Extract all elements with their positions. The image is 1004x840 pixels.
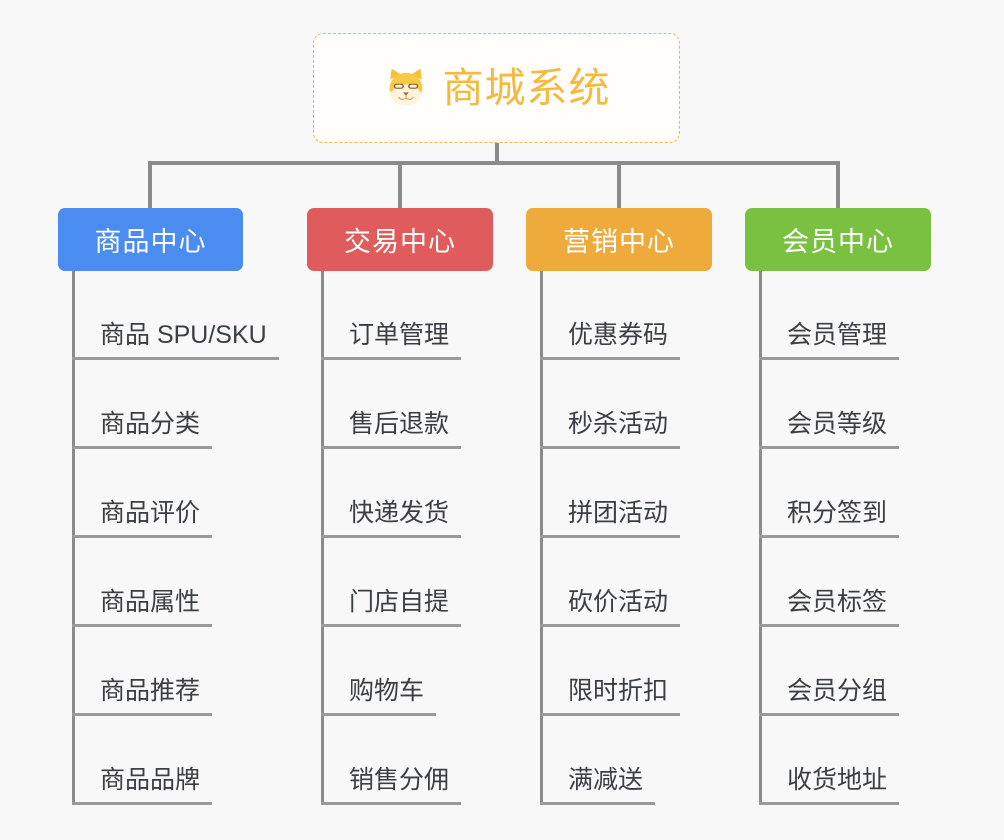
leaf-underline: 满减送 bbox=[540, 766, 656, 805]
connector-drop-1 bbox=[148, 161, 152, 209]
leaf-item-label: 会员标签 bbox=[787, 588, 888, 617]
leaf-underline: 秒杀活动 bbox=[540, 410, 681, 449]
leaf-item-label: 会员等级 bbox=[787, 410, 888, 439]
leaf-item-label: 商品分类 bbox=[100, 410, 201, 439]
leaf-item[interactable]: 优惠券码 bbox=[526, 271, 681, 360]
category-header-label: 商品中心 bbox=[94, 227, 207, 257]
leaf-item[interactable]: 砍价活动 bbox=[526, 538, 681, 627]
connector-drop-3 bbox=[617, 161, 621, 209]
category-trunk-line bbox=[321, 271, 324, 805]
leaf-item-label: 砍价活动 bbox=[568, 588, 669, 617]
leaf-item[interactable]: 商品分类 bbox=[58, 360, 279, 449]
leaf-item-label: 门店自提 bbox=[349, 588, 450, 617]
leaf-item[interactable]: 售后退款 bbox=[307, 360, 462, 449]
category-trunk-line bbox=[759, 271, 762, 805]
leaf-item[interactable]: 购物车 bbox=[307, 627, 461, 716]
leaf-item-label: 限时折扣 bbox=[568, 677, 669, 706]
leaf-item-label: 秒杀活动 bbox=[568, 410, 669, 439]
root-node[interactable]: 商城系统 bbox=[313, 33, 680, 143]
leaf-item-label: 商品属性 bbox=[100, 588, 201, 617]
category-header[interactable]: 交易中心 bbox=[307, 208, 493, 271]
leaf-list: 会员管理会员等级积分签到会员标签会员分组收货地址 bbox=[745, 271, 900, 805]
leaf-underline: 会员管理 bbox=[759, 321, 900, 360]
leaf-underline: 商品 SPU/SKU bbox=[72, 321, 279, 360]
leaf-item[interactable]: 门店自提 bbox=[307, 538, 462, 627]
shiba-dog-face-icon bbox=[383, 65, 429, 111]
leaf-item-label: 快递发货 bbox=[349, 499, 450, 528]
leaf-item-label: 商品评价 bbox=[100, 499, 201, 528]
category-header-label: 会员中心 bbox=[782, 227, 894, 257]
leaf-item[interactable]: 商品属性 bbox=[58, 538, 279, 627]
leaf-item[interactable]: 商品 SPU/SKU bbox=[58, 271, 279, 360]
connector-horizontal-bus bbox=[148, 161, 840, 165]
leaf-item-label: 销售分佣 bbox=[349, 766, 450, 795]
leaf-underline: 商品品牌 bbox=[72, 766, 213, 805]
leaf-item[interactable]: 会员分组 bbox=[745, 627, 900, 716]
category-header-label: 交易中心 bbox=[344, 227, 456, 257]
leaf-underline: 积分签到 bbox=[759, 499, 900, 538]
leaf-item[interactable]: 积分签到 bbox=[745, 449, 900, 538]
category-header[interactable]: 商品中心 bbox=[58, 208, 243, 271]
leaf-item-label: 积分签到 bbox=[787, 499, 888, 528]
leaf-underline: 商品属性 bbox=[72, 588, 213, 627]
leaf-item[interactable]: 快递发货 bbox=[307, 449, 462, 538]
leaf-item-label: 会员管理 bbox=[787, 321, 888, 350]
leaf-underline: 门店自提 bbox=[321, 588, 462, 627]
leaf-item[interactable]: 满减送 bbox=[526, 716, 680, 805]
leaf-list: 订单管理售后退款快递发货门店自提购物车销售分佣 bbox=[307, 271, 462, 805]
leaf-item[interactable]: 会员管理 bbox=[745, 271, 900, 360]
leaf-item[interactable]: 会员等级 bbox=[745, 360, 900, 449]
category-header[interactable]: 营销中心 bbox=[526, 208, 712, 271]
leaf-item[interactable]: 秒杀活动 bbox=[526, 360, 681, 449]
leaf-underline: 商品推荐 bbox=[72, 677, 213, 716]
leaf-underline: 售后退款 bbox=[321, 410, 462, 449]
connector-root-stem bbox=[495, 143, 499, 164]
leaf-underline: 商品分类 bbox=[72, 410, 213, 449]
leaf-underline: 限时折扣 bbox=[540, 677, 681, 716]
leaf-item-label: 优惠券码 bbox=[568, 321, 669, 350]
leaf-underline: 商品评价 bbox=[72, 499, 213, 538]
category-trunk-line bbox=[540, 271, 543, 805]
leaf-item-label: 商品推荐 bbox=[100, 677, 201, 706]
category-header-label: 营销中心 bbox=[563, 227, 675, 257]
leaf-underline: 优惠券码 bbox=[540, 321, 681, 360]
leaf-item[interactable]: 收货地址 bbox=[745, 716, 900, 805]
leaf-item-label: 售后退款 bbox=[349, 410, 450, 439]
leaf-underline: 会员等级 bbox=[759, 410, 900, 449]
leaf-item-label: 收货地址 bbox=[787, 766, 888, 795]
leaf-underline: 购物车 bbox=[321, 677, 437, 716]
leaf-item[interactable]: 拼团活动 bbox=[526, 449, 681, 538]
leaf-underline: 快递发货 bbox=[321, 499, 462, 538]
leaf-item-label: 会员分组 bbox=[787, 677, 888, 706]
leaf-list: 优惠券码秒杀活动拼团活动砍价活动限时折扣满减送 bbox=[526, 271, 681, 805]
leaf-underline: 会员分组 bbox=[759, 677, 900, 716]
root-title: 商城系统 bbox=[442, 64, 611, 111]
category-header[interactable]: 会员中心 bbox=[745, 208, 931, 271]
category-trunk-line bbox=[72, 271, 75, 805]
leaf-item[interactable]: 商品推荐 bbox=[58, 627, 279, 716]
leaf-underline: 拼团活动 bbox=[540, 499, 681, 538]
leaf-item-label: 商品 SPU/SKU bbox=[100, 321, 267, 350]
connector-drop-4 bbox=[836, 161, 840, 209]
leaf-item-label: 拼团活动 bbox=[568, 499, 669, 528]
leaf-item[interactable]: 商品评价 bbox=[58, 449, 279, 538]
connector-drop-2 bbox=[398, 161, 402, 209]
leaf-item-label: 商品品牌 bbox=[100, 766, 201, 795]
leaf-item-label: 满减送 bbox=[568, 766, 644, 795]
leaf-item[interactable]: 会员标签 bbox=[745, 538, 900, 627]
leaf-item[interactable]: 订单管理 bbox=[307, 271, 462, 360]
leaf-underline: 会员标签 bbox=[759, 588, 900, 627]
leaf-item[interactable]: 限时折扣 bbox=[526, 627, 681, 716]
leaf-item[interactable]: 商品品牌 bbox=[58, 716, 279, 805]
leaf-item[interactable]: 销售分佣 bbox=[307, 716, 462, 805]
leaf-underline: 砍价活动 bbox=[540, 588, 681, 627]
leaf-list: 商品 SPU/SKU 商品分类商品评价商品属性商品推荐商品品牌 bbox=[58, 271, 279, 805]
leaf-underline: 销售分佣 bbox=[321, 766, 462, 805]
leaf-underline: 订单管理 bbox=[321, 321, 462, 360]
leaf-item-label: 购物车 bbox=[349, 677, 425, 706]
leaf-underline: 收货地址 bbox=[759, 766, 900, 805]
leaf-item-label: 订单管理 bbox=[349, 321, 450, 350]
